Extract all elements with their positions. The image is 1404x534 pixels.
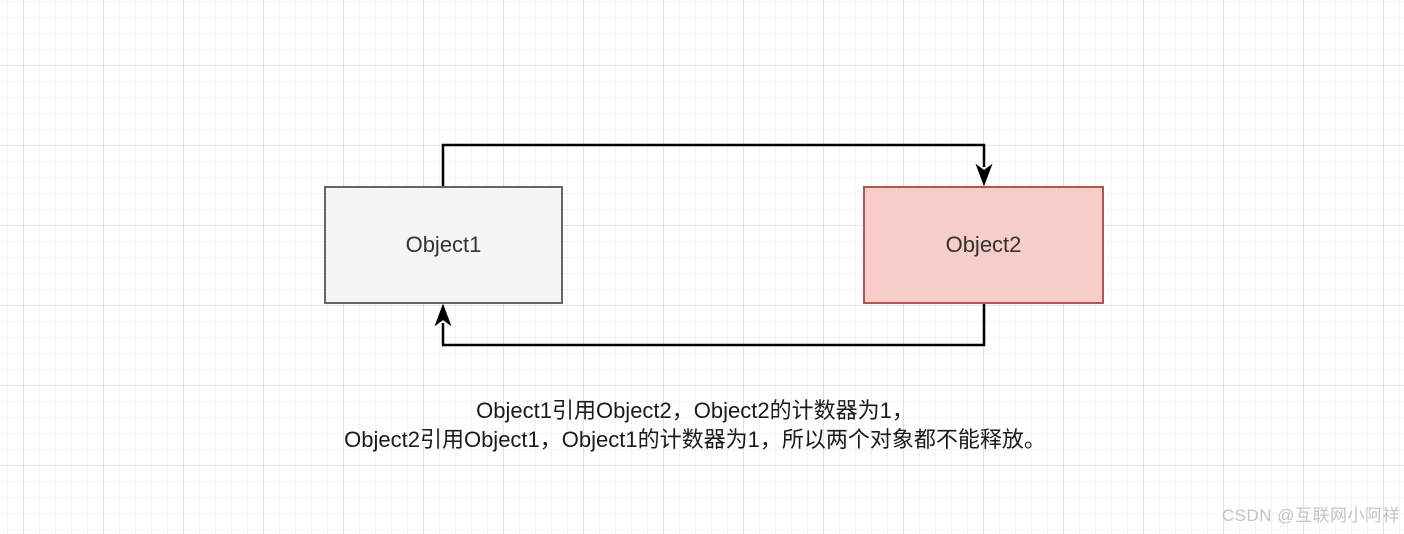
object1-label: Object1 bbox=[405, 232, 482, 257]
edge-object1-to-object2 bbox=[441, 143, 993, 187]
caption-line-1: Object1引用Object2，Object2的计数器为1， bbox=[476, 398, 914, 423]
arrowhead-up-icon bbox=[434, 303, 452, 327]
csdn-watermark: CSDN @互联网小阿祥 bbox=[1221, 506, 1400, 525]
object1-node: Object1 bbox=[324, 186, 563, 304]
edge-object2-to-object1 bbox=[434, 303, 986, 347]
caption: Object1引用Object2，Object2的计数器为1， Object2引… bbox=[0, 396, 1390, 454]
object2-label: Object2 bbox=[945, 232, 1022, 257]
arrowhead-down-icon bbox=[975, 163, 993, 187]
caption-line-2: Object2引用Object1，Object1的计数器为1，所以两个对象都不能… bbox=[344, 427, 1046, 452]
object2-node: Object2 bbox=[863, 186, 1104, 304]
